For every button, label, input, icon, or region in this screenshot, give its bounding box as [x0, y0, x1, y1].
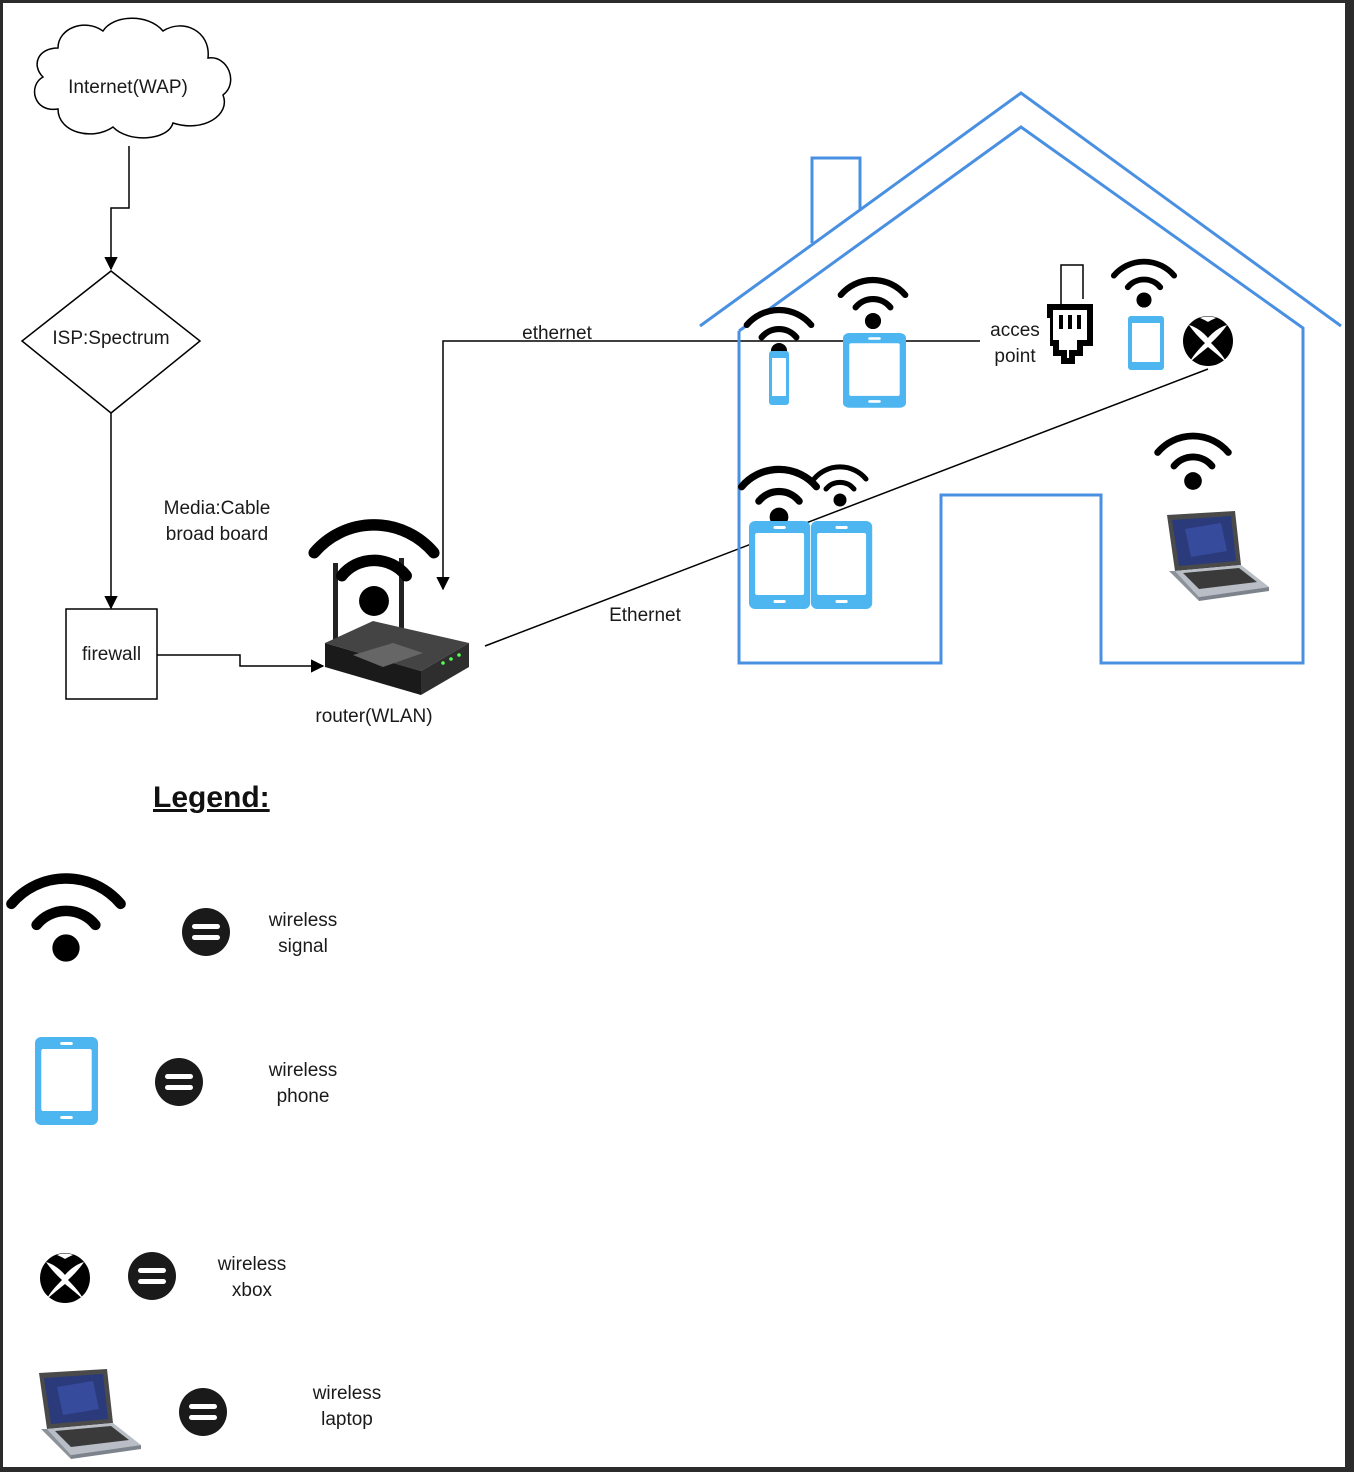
tablet-icon	[749, 521, 811, 609]
phone-icon	[769, 351, 789, 405]
media-label: Media:Cable broad board	[163, 498, 271, 545]
legend-tablet-icon	[35, 1037, 98, 1125]
router-label: router(WLAN)	[315, 706, 433, 727]
legend-laptop-icon	[39, 1369, 141, 1459]
equals-icon	[155, 1058, 203, 1106]
edge-ethernet-accesspoint-router	[436, 340, 1043, 591]
tablet-icon	[811, 521, 873, 609]
wifi-icon	[841, 280, 905, 329]
edge-firewall-router	[157, 654, 325, 673]
xbox-icon	[1183, 316, 1233, 366]
edge-ethernet-router-xbox	[484, 368, 1209, 647]
legend-laptop-label: wireless laptop	[312, 1383, 382, 1430]
wifi-icon	[1158, 436, 1229, 490]
internet-cloud	[33, 17, 232, 139]
house-outline	[699, 91, 1342, 665]
isp-label: ISP:Spectrum	[52, 328, 170, 349]
legend-xbox-icon	[40, 1253, 90, 1303]
legend-title: Legend:	[153, 781, 270, 814]
equals-icon	[179, 1388, 227, 1436]
legend-wifi-icon	[11, 879, 120, 962]
wifi-icon	[1114, 262, 1174, 308]
firewall-box	[65, 608, 158, 700]
equals-icon	[182, 908, 230, 956]
legend-phone-label: wireless phone	[268, 1060, 338, 1107]
firewall-label: firewall	[81, 644, 142, 665]
legend-xbox-label: wireless xbox	[217, 1254, 287, 1301]
wifi-icon	[814, 467, 866, 507]
ethernet-top-label: ethernet	[522, 323, 592, 344]
phone-icon	[1128, 316, 1164, 370]
access-point-icon	[1047, 304, 1093, 364]
isp-diamond	[20, 270, 202, 414]
access-point-label: acces point	[980, 318, 1050, 370]
internet-label: Internet(WAP)	[68, 77, 188, 98]
edge-accesspoint-stub	[1054, 264, 1084, 331]
equals-icon	[128, 1252, 176, 1300]
tablet-icon	[843, 333, 906, 408]
laptop-icon	[1167, 511, 1269, 601]
ethernet-bottom-label: Ethernet	[609, 605, 681, 626]
legend-wifi-label: wireless signal	[268, 910, 338, 957]
diagram-canvas: Internet(WAP) ISP:Spectrum Media:Cable b…	[3, 3, 1345, 1467]
router-wifi-icon	[314, 525, 434, 616]
network-diagram	[3, 17, 1342, 1459]
edge-internet-isp	[104, 146, 130, 271]
router-icon	[325, 558, 469, 695]
wifi-icon	[742, 469, 817, 526]
